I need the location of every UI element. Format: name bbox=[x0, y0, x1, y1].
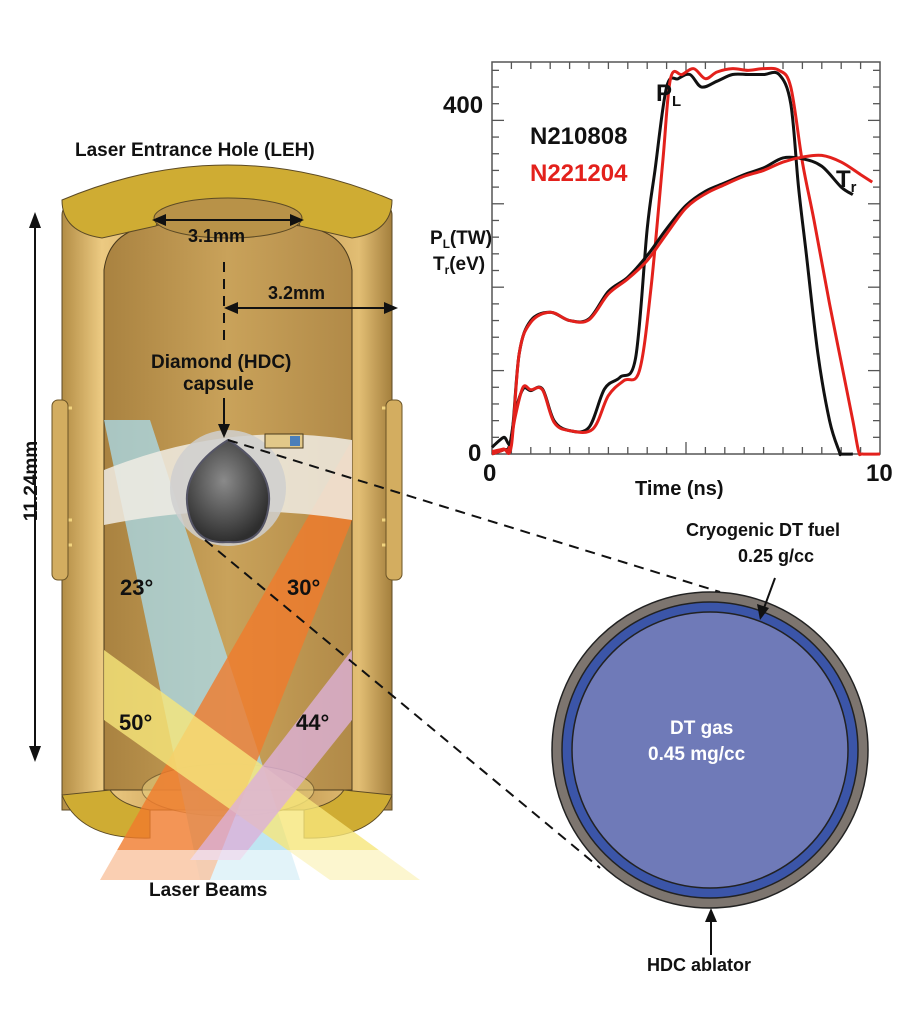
y-label-power-symbol: P bbox=[430, 228, 443, 249]
y-tick-label-400: 400 bbox=[443, 92, 484, 119]
legend-entry-n221204: N221204 bbox=[530, 160, 628, 187]
fuel-pointer-arrow bbox=[757, 577, 776, 620]
y-tick-label-0: 0 bbox=[468, 440, 482, 467]
y-axis-label-trad: Tr(eV) bbox=[433, 254, 486, 278]
beam-angle-50: 50° bbox=[119, 710, 153, 735]
curve-label-power-main: P bbox=[656, 80, 673, 107]
leh-diameter-label: 3.1mm bbox=[188, 226, 246, 246]
y-label-power-sub: L bbox=[442, 238, 450, 252]
y-label-trad-sub: r bbox=[444, 264, 450, 278]
chart-curves bbox=[490, 66, 881, 457]
y-label-trad-unit: (eV) bbox=[449, 254, 486, 275]
fuel-label-line2: 0.25 g/cc bbox=[738, 546, 815, 566]
legend-entry-n210808: N210808 bbox=[530, 123, 628, 150]
curve-label-trad-main: T bbox=[836, 166, 851, 193]
fuel-label-line1: Cryogenic DT fuel bbox=[686, 520, 841, 540]
y-label-power-unit: (TW) bbox=[449, 228, 493, 249]
ablator-pointer-arrow bbox=[705, 908, 717, 955]
laser-beams-label: Laser Beams bbox=[149, 880, 268, 901]
length-label: 11.24mm bbox=[21, 440, 43, 522]
x-tick-label-10: 10 bbox=[866, 460, 893, 487]
curve-label-trad-sub: r bbox=[850, 180, 857, 197]
leh-label: Laser Entrance Hole (LEH) bbox=[75, 140, 315, 161]
gas-label-line1: DT gas bbox=[670, 718, 734, 739]
y-axis-label-power: PL(TW) bbox=[430, 228, 493, 252]
beam-angle-44: 44° bbox=[296, 710, 330, 735]
laser-power-chart bbox=[490, 61, 881, 457]
leh-diameter-arrow bbox=[152, 214, 304, 226]
capsule-pointer-arrow bbox=[218, 398, 230, 438]
radius-label: 3.2mm bbox=[268, 283, 326, 303]
capsule-label-line2: capsule bbox=[183, 374, 254, 395]
length-dimension-arrow bbox=[29, 212, 41, 762]
beam-angle-30: 30° bbox=[287, 575, 321, 600]
gas-label-line2: 0.45 mg/cc bbox=[648, 744, 746, 765]
x-axis-label: Time (ns) bbox=[635, 478, 724, 500]
beam-angle-23: 23° bbox=[120, 575, 154, 600]
curve-label-power: PL bbox=[656, 80, 682, 111]
capsule-label-line1: Diamond (HDC) bbox=[151, 352, 292, 373]
curve-label-trad: Tr bbox=[836, 166, 857, 197]
series-n221204-pl bbox=[491, 66, 881, 457]
y-label-trad-symbol: T bbox=[433, 254, 445, 275]
curve-label-power-sub: L bbox=[672, 94, 682, 111]
series-n221204-tr bbox=[491, 153, 874, 455]
axis-ticks bbox=[492, 62, 880, 454]
x-tick-label-0: 0 bbox=[483, 460, 497, 487]
ablator-label: HDC ablator bbox=[647, 955, 752, 975]
radius-arrow bbox=[224, 302, 398, 314]
